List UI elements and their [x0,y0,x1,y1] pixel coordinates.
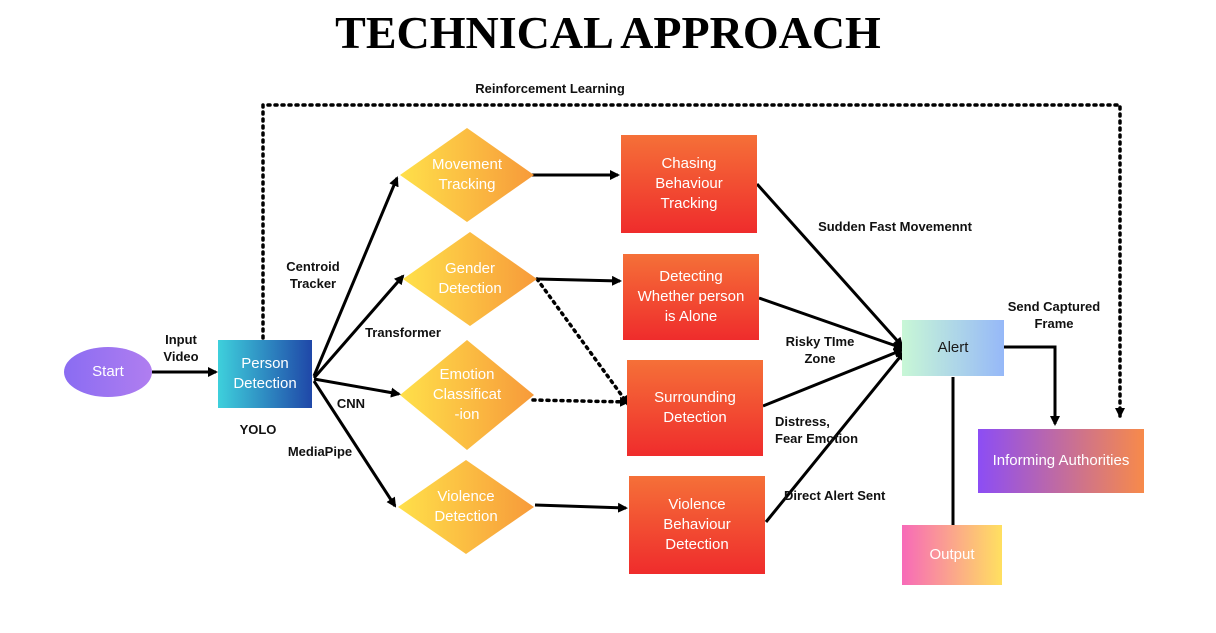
movement-tracking-label: Movement Tracking [431,156,503,193]
reinforcement-learning-label: Reinforcement Learning [475,81,625,96]
edge-person-violence [312,380,397,508]
edge-violence-alert [764,350,906,523]
movement-diamond-shape [400,128,534,222]
edge-violence-behaviour [534,502,628,513]
chasing-behaviour-shape [621,135,757,233]
violence-behaviour-shape [629,476,765,574]
alone-detection-node: Detecting Whether person is Alone [637,268,745,325]
start-node: Start [92,363,124,380]
output-node: Output [929,546,975,563]
centroid-tracker-label: Centroid Tracker [286,259,340,291]
reinforcement-loop-edge [261,103,1125,418]
edge-alert-authorities [1004,345,1060,426]
movement-tracking-node: Movement Tracking [400,128,534,222]
send-captured-frame-label: Send Captured Frame [1007,299,1101,331]
cnn-label: CNN [336,396,366,411]
edge-person-emotion [313,377,401,398]
person-detection-shape [218,340,312,408]
surrounding-detection-shape [627,360,763,456]
risky-time-zone-label: Risky TIme Zone [785,334,855,366]
violence-detection-node: Violence Detection [398,460,534,554]
mediapipe-label: MediaPipe [287,444,353,459]
emotion-classification-label: Emotion Classificat -ion [432,366,502,423]
edge-gender-alone [536,275,622,286]
gender-detection-node: Gender Detection [403,232,537,326]
input-video-label: Input Video [163,332,199,364]
gender-diamond-shape [403,232,537,326]
gender-detection-label: Gender Detection [438,260,502,297]
transformer-label: Transformer [365,325,441,340]
edge-surrounding-alert [762,348,904,408]
sudden-fast-movement-label: Sudden Fast Movemennt [818,219,972,234]
direct-alert-sent-label: Direct Alert Sent [784,488,886,503]
output-shape [902,525,1002,585]
yolo-label: YOLO [239,422,277,437]
alone-detection-shape [623,254,759,340]
start-node-shape [64,347,152,397]
edge-chasing-alert [755,182,904,348]
informing-authorities-node: Informing Authorities [992,452,1130,469]
edge-gender-surrounding [535,277,630,406]
edge-person-gender [312,274,405,379]
emotion-diamond-shape [400,340,534,450]
chasing-behaviour-node: Chasing Behaviour Tracking [655,155,723,212]
person-detection-node: Person Detection [233,355,297,392]
surrounding-detection-node: Surrounding Detection [654,389,736,426]
alert-shape [902,320,1004,376]
edge-person-movement [312,176,399,377]
emotion-classification-node: Emotion Classificat -ion [400,340,534,450]
page-title: TECHNICAL APPROACH [335,7,881,58]
alert-node: Alert [937,339,969,356]
authorities-shape [978,429,1144,493]
violence-detection-label: Violence Detection [434,488,498,525]
edge-alone-alert [758,296,904,351]
edge-emotion-surrounding [531,396,630,407]
distress-fear-emotion-label: Distress, Fear Emotion [775,414,859,446]
violence-behaviour-node: Violence Behaviour Detection [663,496,731,553]
violence-diamond-shape [398,460,534,554]
